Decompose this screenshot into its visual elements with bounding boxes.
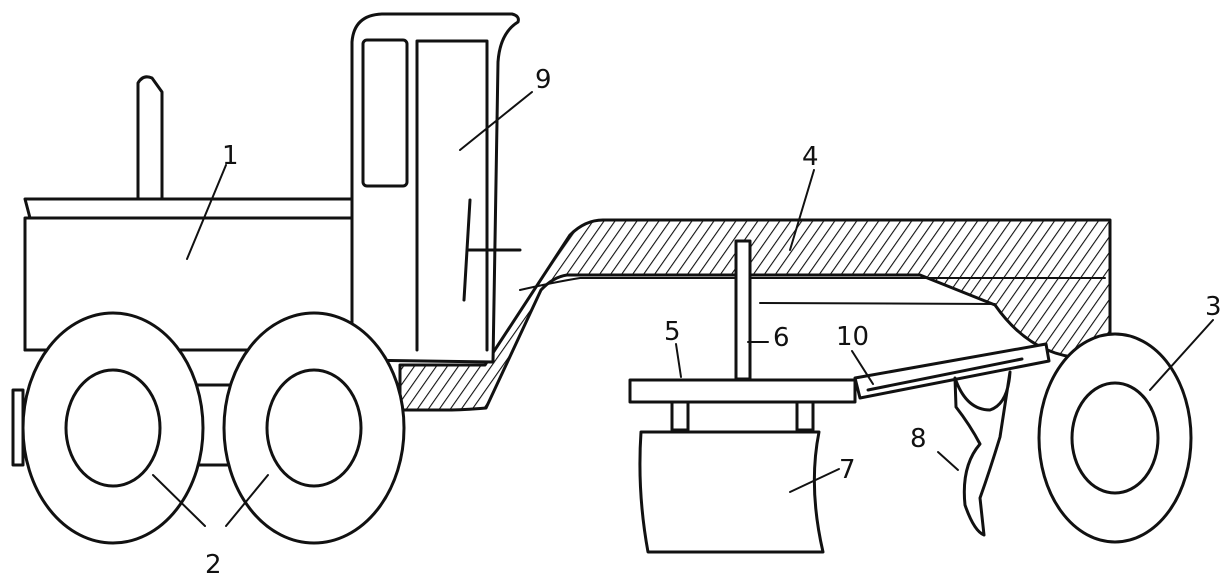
leader-engine [186,164,227,260]
cab [350,12,522,364]
leader-drawbar [851,350,874,385]
label-lift-arm: 6 [773,323,790,353]
label-rear-wheels: 2 [205,550,222,580]
part-labels: 1 2 3 4 5 6 7 8 9 10 [205,65,1222,580]
label-frame: 4 [802,142,819,172]
leader-blade [789,468,840,493]
leader-scarifier [937,451,959,471]
leader-front-wheel [1149,319,1214,391]
frame-hidden-edge [519,277,1106,305]
label-drawbar: 10 [836,322,869,352]
blade-support-right [795,400,815,432]
blade [638,430,825,554]
exhaust-stack [136,75,164,200]
frame-body [398,218,1112,412]
rear-step [11,388,25,467]
leader-rear-wheels [152,474,269,527]
scarifier-body [953,370,1012,537]
leader-circle [675,343,682,378]
label-engine: 1 [222,141,239,171]
scarifier [953,370,1012,537]
cab-door-outline [415,39,489,352]
lift-arm [734,239,752,381]
rear-wheel-right-rim [265,368,363,488]
drawbar-inner [866,357,1024,392]
label-scarifier: 8 [910,424,927,454]
label-cab: 9 [535,65,552,95]
engine-hood [23,197,357,220]
front-wheel-hub [1070,381,1160,495]
rear-wheels [11,311,406,545]
leader-cab [459,91,533,151]
circle [628,378,857,404]
label-circle: 5 [664,317,681,347]
blade-assembly [628,239,1051,554]
blade-support-left [670,400,690,432]
steering-post [462,198,522,302]
cab-window-small [361,38,409,188]
drawbar [853,342,1051,400]
leader-frame [789,169,815,251]
exhaust-pipe [136,75,164,200]
leader-lines [152,91,1214,527]
front-wheel [1037,332,1193,544]
rear-wheel-left-rim [64,368,162,488]
main-frame [398,218,1112,412]
label-front-wheel: 3 [1205,292,1222,322]
label-blade: 7 [839,455,856,485]
